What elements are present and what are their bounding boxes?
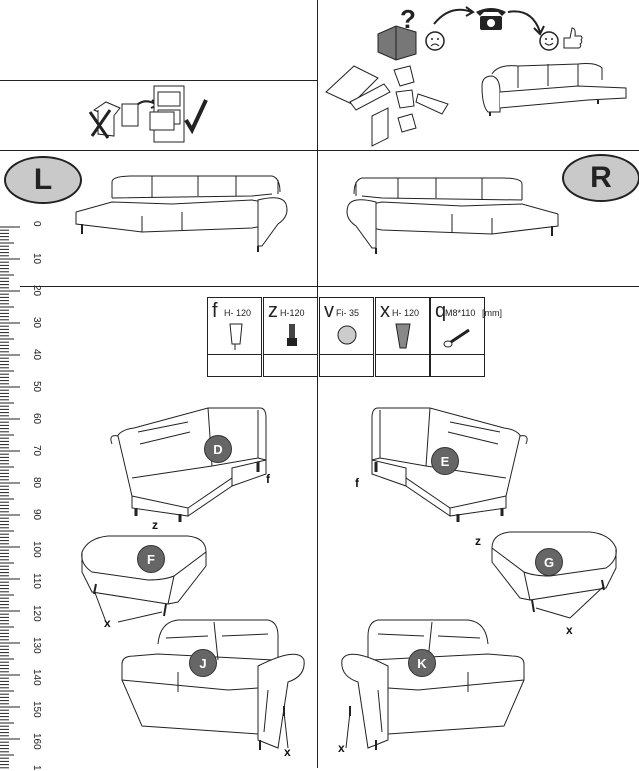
left-version-badge: L [4, 156, 82, 204]
hardware-letter: v [324, 300, 334, 322]
marker-x-k: x [338, 741, 345, 755]
ruler-ticks [0, 226, 20, 769]
ruler-label: 100 [31, 541, 42, 558]
top-panel-bottom-line [0, 150, 639, 151]
damaged-box-question-icon: ? [377, 4, 417, 61]
module-tag-d: D [204, 435, 232, 463]
ruler-label: 50 [31, 381, 42, 393]
telephone-icon [476, 8, 506, 30]
hardware-box-q: q M8*110 [430, 297, 485, 377]
ruler-label: 10 [31, 253, 42, 265]
ruler-label: 140 [31, 669, 42, 686]
module-tag-f: F [137, 545, 165, 573]
orientation-panel-bottom-line [20, 286, 639, 287]
ruler-label: 60 [31, 413, 42, 425]
marker-f-left: f [266, 472, 270, 486]
bolt-icon [443, 328, 470, 348]
marker-z-left: z [152, 518, 158, 532]
ruler-label: 0 [31, 221, 42, 227]
module-tag-j: J [189, 649, 217, 677]
sofa-leg-icon [229, 323, 243, 350]
hardware-letter: z [268, 300, 278, 322]
ruler-label: 130 [31, 637, 42, 654]
round-pad-icon [337, 325, 357, 345]
corner-module-e [371, 407, 528, 522]
hardware-letter: q [435, 300, 447, 322]
hardware-letter: f [212, 300, 218, 322]
module-tag-g: G [535, 548, 563, 576]
filing-cabinet-check-icon [121, 85, 208, 143]
tapered-leg-icon [395, 323, 411, 349]
sofa-module-j [121, 619, 305, 750]
marker-x-j: x [284, 745, 291, 759]
marker-f-right: f [355, 476, 359, 490]
ruler-label: 110 [31, 573, 42, 589]
right-version-badge: R [562, 154, 639, 202]
module-tag-e: E [431, 447, 459, 475]
hardware-letter: x [380, 300, 390, 322]
corner-sofa-small-icon [481, 63, 627, 116]
dark-leg-icon [287, 324, 297, 346]
ruler-label: 120 [31, 605, 42, 622]
arrow-to-happy-icon [507, 10, 545, 36]
hardware-spec: H- 120 [392, 308, 420, 318]
sad-face-icon [425, 31, 445, 51]
ruler-label: 150 [31, 701, 42, 718]
top-left-panel-top-line [0, 80, 317, 81]
right-corner-sofa-icon [346, 177, 559, 254]
ruler-label: 40 [31, 349, 42, 361]
sofa-module-k [341, 619, 525, 750]
marker-x-f: x [104, 616, 111, 630]
svg-text:?: ? [400, 4, 416, 34]
left-corner-sofa-icon [75, 175, 288, 252]
thumbs-up-icon [563, 27, 583, 49]
ruler-label: 30 [31, 317, 42, 329]
happy-face-icon [539, 31, 559, 51]
hardware-spec: H-120 [280, 308, 305, 318]
ruler-label: 90 [31, 509, 42, 521]
arrow-to-phone-icon [433, 6, 475, 25]
unit-label: [mm] [482, 308, 502, 318]
packaging-parts-icon [325, 65, 449, 147]
measuring-ruler: 0 10 20 30 40 50 60 70 80 90 100 110 120 130 140 150 160… [0, 215, 60, 771]
ruler-label: 80 [31, 477, 42, 489]
hardware-box-f: f H- 120 [207, 297, 262, 377]
hardware-box-x: x H- 120 [375, 297, 430, 377]
hardware-spec: M8*110 [445, 308, 476, 318]
hardware-box-v: v Fi- 35 [319, 297, 374, 377]
hardware-spec: H- 120 [224, 308, 252, 318]
hardware-spec: Fi- 35 [336, 308, 360, 318]
marker-x-g: x [566, 623, 573, 637]
ruler-label: 20 [31, 285, 42, 297]
recycle-box-x-icon [88, 101, 121, 139]
hardware-box-z: z H-120 [263, 297, 318, 377]
ruler-label: 70 [31, 445, 42, 457]
top-divider-vertical [317, 0, 318, 768]
marker-z-right: z [475, 534, 481, 548]
corner-module-d [110, 407, 267, 522]
ruler-label: 160 [31, 733, 42, 750]
module-tag-k: K [408, 649, 436, 677]
